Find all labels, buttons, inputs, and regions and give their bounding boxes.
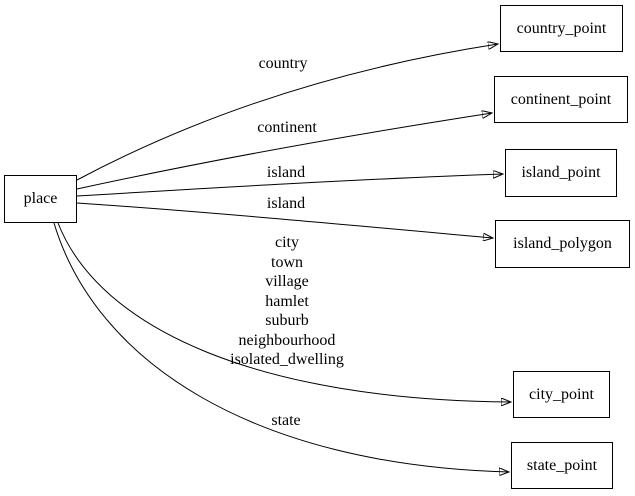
edge-label-line: neighbourhood (238, 331, 336, 349)
node-continent-point: continent_point (494, 76, 628, 123)
edge-place-island-polygon (76, 202, 493, 238)
node-island-point: island_point (505, 149, 617, 197)
edge-label-country: country (258, 55, 308, 72)
edge-label-line: city (274, 234, 299, 251)
edge-label-line: village (265, 273, 309, 290)
edge-label-city-types: city town village hamlet suburb neighbou… (230, 233, 344, 370)
node-island-polygon-label: island_polygon (513, 235, 612, 252)
edge-label-line: suburb (265, 312, 309, 329)
edge-label-state: state (271, 412, 301, 429)
node-state-point: state_point (511, 442, 613, 489)
node-city-point: city_point (513, 371, 610, 418)
node-state-point-label: state_point (526, 456, 598, 474)
node-continent-point-label: continent_point (510, 90, 612, 108)
edge-place-island-point (76, 174, 503, 197)
edge-place-country-point (76, 44, 498, 181)
edge-place-city-point (57, 222, 511, 402)
edge-label-continent: continent (257, 119, 317, 136)
edge-label-island-point: island (266, 164, 306, 181)
edge-label-line: hamlet (265, 292, 309, 310)
node-island-polygon: island_polygon (495, 220, 630, 268)
node-city-point-label: city_point (529, 385, 594, 403)
edge-place-continent-point (76, 113, 492, 190)
edge-label-line: isolated_dwelling (230, 351, 344, 368)
edge-label-line: town (270, 253, 303, 271)
node-country-point: country_point (500, 5, 623, 52)
node-place: place (4, 175, 77, 223)
node-place-label: place (23, 190, 58, 207)
edge-label-island-polygon: island (266, 195, 306, 212)
node-island-point-label: island_point (521, 164, 601, 181)
node-country-point-label: country_point (516, 19, 607, 37)
edge-place-state-point (53, 222, 509, 472)
